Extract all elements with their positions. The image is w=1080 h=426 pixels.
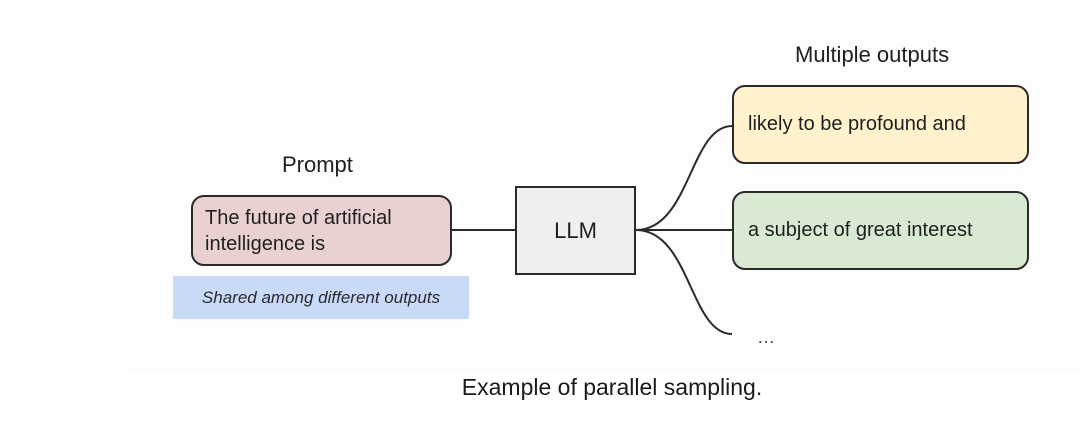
llm-to-more-outputs-curve bbox=[635, 229, 733, 335]
figure-caption: Example of parallel sampling. bbox=[461, 374, 763, 400]
output-box-2: a subject of great interest bbox=[732, 191, 1029, 270]
output-box-1: likely to be profound and bbox=[732, 85, 1029, 164]
llm-to-output-1-curve bbox=[635, 125, 733, 231]
prompt-text: The future of artificial intelligence is bbox=[205, 206, 392, 255]
shared-label: Shared among different outputs bbox=[173, 276, 469, 319]
prompt-heading: Prompt bbox=[282, 152, 353, 177]
output-text-2: a subject of great interest bbox=[748, 219, 973, 241]
prompt-box: The future of artificial intelligence is bbox=[191, 195, 452, 266]
outputs-heading: Multiple outputs bbox=[795, 42, 950, 67]
llm-label: LLM bbox=[554, 217, 597, 243]
llm-box: LLM bbox=[515, 186, 636, 275]
output-text-1: likely to be profound and bbox=[748, 113, 966, 135]
more-outputs-ellipsis: … bbox=[757, 327, 775, 347]
